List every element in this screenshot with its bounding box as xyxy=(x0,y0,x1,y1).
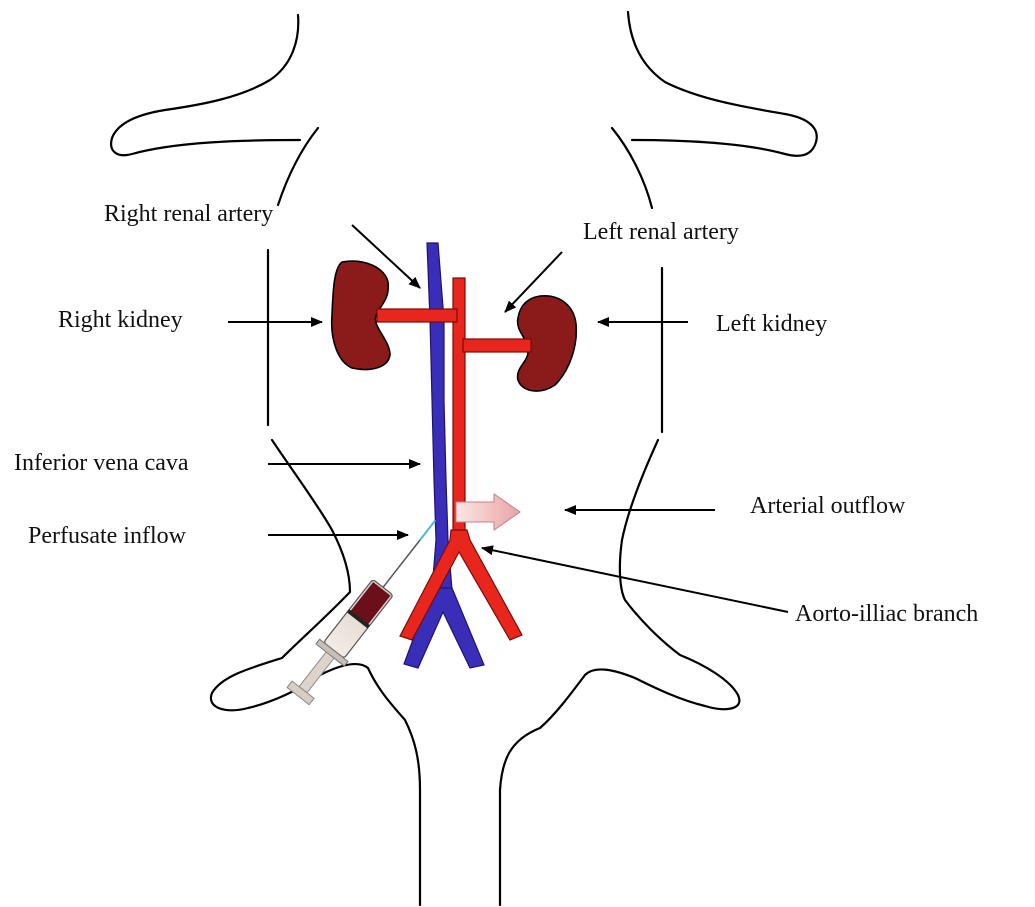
outflow-arrow xyxy=(456,494,520,530)
pointer-aorto-illiac-branch xyxy=(482,548,788,612)
label-arterial-outflow: Arterial outflow xyxy=(750,494,905,518)
label-perfusate-inflow: Perfusate inflow xyxy=(28,524,186,548)
pointer-arrows xyxy=(228,225,788,612)
aorta xyxy=(377,278,531,640)
label-left-renal-artery: Left renal artery xyxy=(583,220,739,244)
label-right-renal-artery: Right renal artery xyxy=(104,202,273,226)
label-aorto-illiac-branch: Aorto-illiac branch xyxy=(795,602,978,626)
label-inferior-vena-cava: Inferior vena cava xyxy=(14,451,189,475)
label-left-kidney: Left kidney xyxy=(716,312,827,336)
label-right-kidney: Right kidney xyxy=(58,308,183,332)
